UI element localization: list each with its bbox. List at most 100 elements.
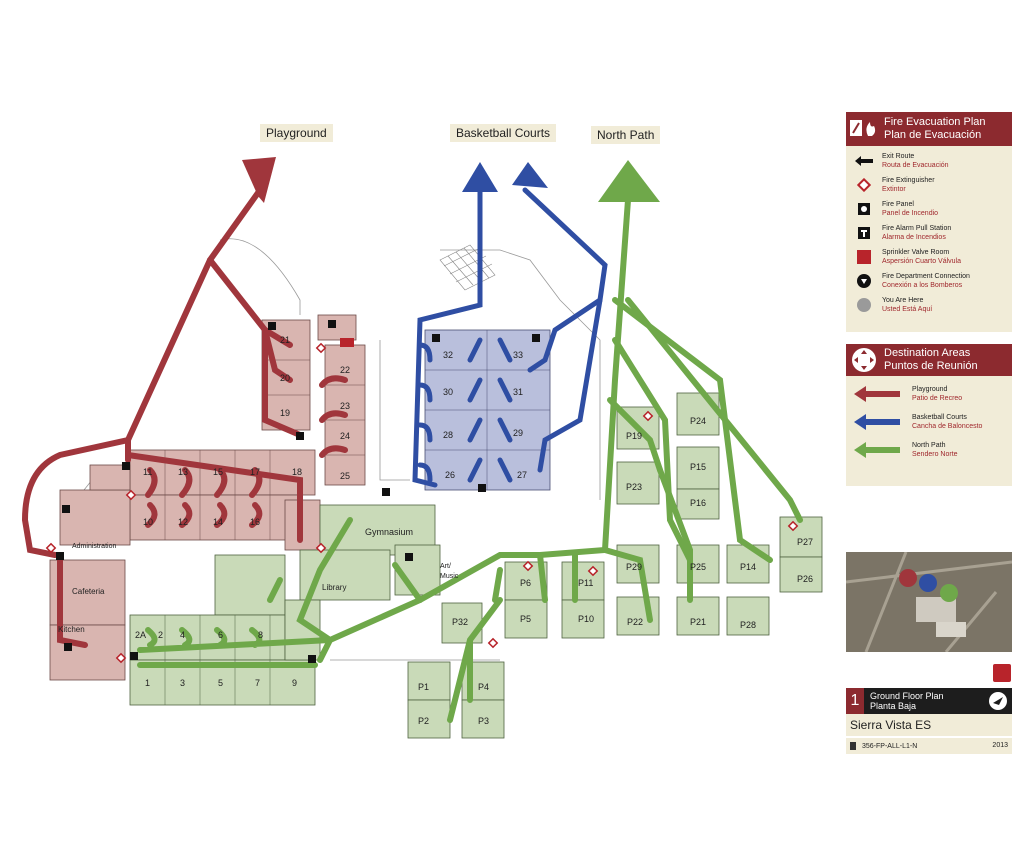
legend-pull-station-en: Fire Alarm Pull Station	[882, 225, 952, 232]
room-3: 3	[180, 678, 185, 688]
room-p15: P15	[690, 462, 706, 472]
room-23: 23	[340, 401, 350, 411]
drawing-id: 356-FP-ALL-L1-N	[862, 742, 918, 750]
room-library: Library	[322, 583, 346, 592]
floor-number: 1	[846, 688, 864, 714]
room-p14: P14	[740, 562, 756, 572]
district-logo	[993, 664, 1011, 682]
fire-extinguishers	[45, 342, 799, 664]
legend-exit-route-es: Routa de Evacuación	[882, 162, 949, 169]
room-13: 13	[178, 467, 188, 477]
fire-alarm-pull-stations	[56, 320, 540, 663]
playground-route	[21, 187, 348, 648]
room-32: 32	[443, 350, 453, 360]
room-kitchen: Kitchen	[58, 625, 85, 634]
room-art: Art/	[440, 563, 451, 570]
legend-fire-dept-connection-es: Conexión a los Bomberos	[882, 282, 963, 289]
assembly-point-icon	[850, 346, 878, 374]
dest-basketball-es: Cancha de Baloncesto	[912, 423, 983, 430]
room-p11: P11	[578, 578, 593, 588]
room-27: 27	[517, 470, 527, 480]
fire-exit-icon	[850, 118, 878, 140]
room-p16: P16	[690, 498, 706, 508]
room-4: 4	[180, 630, 185, 640]
room-administration: Administration	[72, 543, 116, 550]
legend-title-en: Fire Evacuation Plan	[884, 116, 986, 128]
legend-fire-extinguisher-es: Extintor	[882, 186, 906, 193]
legend-you-are-here-es: Usted Está Aquí	[882, 306, 933, 313]
basketball-route	[412, 187, 608, 488]
destination-title-en: Destination Areas	[884, 347, 971, 359]
room-p24: P24	[690, 416, 706, 426]
room-30: 30	[443, 387, 453, 397]
room-p29: P29	[626, 562, 642, 572]
room-28: 28	[443, 430, 453, 440]
room-p3: P3	[478, 716, 489, 726]
room-2: 2	[158, 630, 163, 640]
destination-basketball-courts: Basketball Courts	[450, 124, 557, 142]
room-p25: P25	[690, 562, 706, 572]
destination-playground: Playground	[260, 124, 333, 142]
room-33: 33	[513, 350, 523, 360]
sprinkler-valve-room	[340, 338, 354, 347]
fire-alarm-pull-station-icon	[852, 224, 876, 242]
north-path-arrow-icon	[854, 442, 900, 458]
room-17: 17	[250, 467, 260, 477]
court-grid	[439, 244, 496, 291]
room-29: 29	[513, 428, 523, 438]
dest-playground-en: Playground	[912, 386, 948, 393]
room-p6: P6	[520, 578, 531, 588]
room-9: 9	[292, 678, 297, 688]
basketball-arrow-icon	[854, 414, 900, 430]
room-11: 11	[143, 467, 152, 477]
document-icon	[850, 742, 856, 750]
room-21: 21	[280, 335, 290, 345]
room-16: 16	[250, 517, 260, 527]
north-path-route	[137, 197, 803, 723]
dest-playground-es: Patio de Recreo	[912, 395, 963, 402]
sprinkler-valve-room-icon	[852, 248, 876, 266]
room-22: 22	[340, 365, 350, 375]
room-1: 1	[145, 678, 150, 688]
legend-fire-panel-en: Fire Panel	[882, 201, 914, 208]
room-10: 10	[143, 517, 153, 527]
legend-fire-panel-es: Panel de Incendio	[882, 210, 939, 217]
drawing-year: 2013	[992, 742, 1008, 749]
floor-title-es: Planta Baja	[870, 701, 917, 711]
fire-panel-icon	[852, 200, 876, 218]
legend-title-es: Plan de Evacuación	[884, 129, 982, 141]
basketball-right-arrowhead	[512, 162, 548, 188]
fire-department-connection-icon	[852, 272, 876, 290]
exit-route-arrow-icon	[852, 152, 876, 170]
destination-title-es: Puntos de Reunión	[884, 360, 978, 372]
you-are-here-icon	[852, 296, 876, 314]
room-8: 8	[258, 630, 263, 640]
evacuation-map: 21 20 19 22 23 24 25 11 13 15 17 18 10 1…	[21, 157, 823, 739]
legend-you-are-here-en: You Are Here	[882, 297, 924, 304]
legend-exit-route-en: Exit Route	[882, 153, 915, 160]
room-26: 26	[445, 470, 455, 480]
room-24: 24	[340, 431, 350, 441]
room-19: 19	[280, 408, 290, 418]
room-20: 20	[280, 373, 290, 383]
room-gymnasium: Gymnasium	[365, 527, 413, 537]
floor-title-en: Ground Floor Plan	[870, 691, 944, 701]
legend-sprinkler-valve-es: Aspersión Cuarto Válvula	[882, 258, 961, 265]
room-6: 6	[218, 630, 223, 640]
room-cafeteria: Cafeteria	[72, 587, 105, 596]
dest-north-path-en: North Path	[912, 442, 946, 449]
playground-arrowhead	[242, 157, 276, 203]
dest-basketball-en: Basketball Courts	[912, 414, 967, 421]
room-p21: P21	[690, 617, 706, 627]
